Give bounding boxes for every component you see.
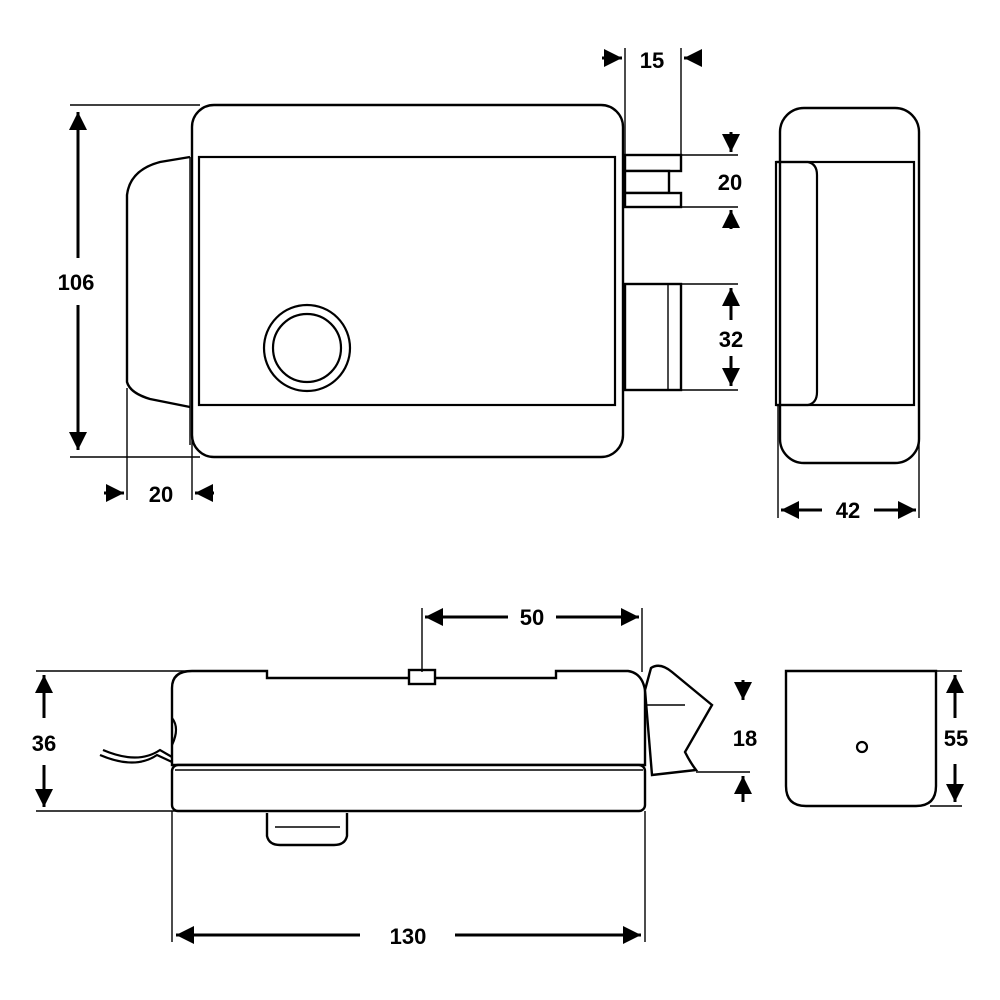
dim-bottom-spacing: 50 bbox=[520, 605, 544, 630]
dim-front-height: 106 bbox=[58, 270, 95, 295]
front-deadbolt bbox=[623, 282, 683, 392]
dim-side-depth: 42 bbox=[836, 498, 860, 523]
end-view: 55 bbox=[784, 669, 968, 808]
front-latch-bolt bbox=[623, 153, 683, 173]
bottom-housing-top bbox=[170, 669, 647, 767]
dim-overall-length: 130 bbox=[390, 924, 427, 949]
bottom-latch bbox=[643, 664, 714, 777]
bottom-cylinder-stub bbox=[265, 813, 349, 847]
key-cylinder-inner bbox=[271, 312, 343, 384]
side-housing bbox=[778, 106, 921, 465]
key-cylinder-outer bbox=[262, 303, 352, 393]
dim-bolt-width: 15 bbox=[640, 48, 664, 73]
bottom-view: 50 36 18 130 bbox=[32, 605, 757, 949]
front-view: 106 20 15 20 32 bbox=[58, 48, 743, 507]
front-face-plate bbox=[197, 155, 617, 407]
front-cylinder-housing bbox=[125, 155, 191, 409]
side-view: 42 bbox=[774, 106, 921, 523]
dim-latch-height: 20 bbox=[718, 170, 742, 195]
bottom-base-plate bbox=[170, 763, 647, 813]
dim-bottom-height: 36 bbox=[32, 731, 56, 756]
dim-end-height: 55 bbox=[944, 726, 968, 751]
front-housing bbox=[190, 103, 625, 459]
end-housing bbox=[784, 669, 938, 808]
dim-deadbolt-height: 32 bbox=[719, 327, 743, 352]
dim-front-backset: 20 bbox=[149, 482, 173, 507]
end-screw-hole bbox=[855, 740, 869, 754]
dim-latch-projection: 18 bbox=[733, 726, 757, 751]
